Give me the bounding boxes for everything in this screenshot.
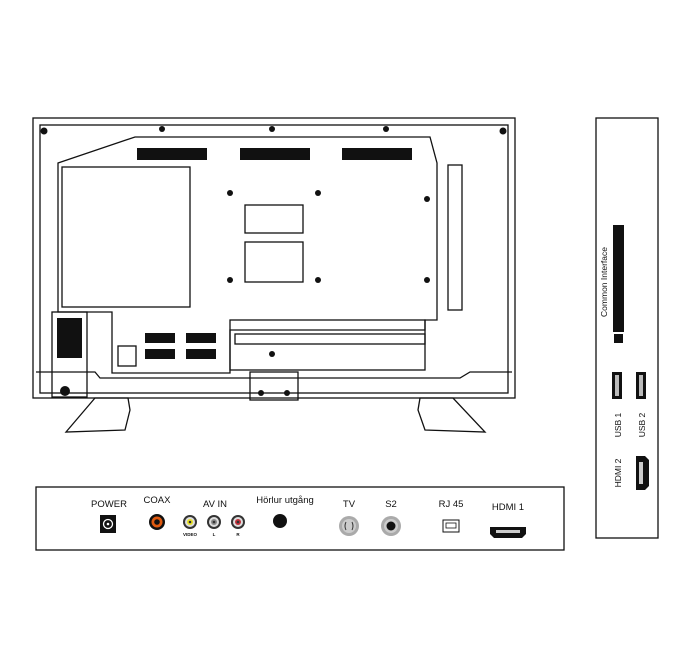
hdmi1-label: HDMI 1 — [492, 502, 524, 513]
vent-slots — [57, 148, 412, 359]
coax-jack-icon — [149, 514, 165, 530]
usb2-label: USB 2 — [637, 412, 647, 437]
hdmi1-port-icon — [490, 527, 526, 538]
power-label: POWER — [91, 499, 127, 510]
hdmi2-port-icon — [636, 456, 649, 490]
power-jack-icon — [100, 515, 116, 533]
audio-l-jack-icon — [207, 515, 221, 529]
l-label: L — [213, 532, 216, 537]
coax-label: COAX — [144, 495, 172, 506]
tv-antenna-jack-icon — [339, 516, 359, 536]
common-interface-slot — [613, 225, 624, 332]
rj45-label: RJ 45 — [439, 499, 464, 510]
hdmi2-label: HDMI 2 — [613, 458, 623, 487]
r-label: R — [236, 532, 240, 537]
audio-r-jack-icon — [231, 515, 245, 529]
screw-holes — [40, 126, 507, 396]
s2-label: S2 — [385, 499, 397, 510]
headphone-jack-icon — [273, 514, 287, 528]
video-jack-icon — [183, 515, 197, 529]
connector-panel — [35, 486, 565, 551]
usb1-port-icon — [612, 372, 622, 399]
s2-satellite-jack-icon — [381, 516, 401, 536]
video-label: VIDEO — [183, 532, 198, 537]
side-panel — [595, 117, 659, 539]
headphone-label: Hörlur utgång — [256, 495, 314, 506]
stand-feet — [64, 397, 487, 433]
rj45-port-icon — [442, 519, 460, 533]
usb2-port-icon — [636, 372, 646, 399]
common-interface-slot-tab — [614, 334, 623, 343]
usb1-label: USB 1 — [613, 412, 623, 437]
tv-label: TV — [343, 499, 356, 510]
av-in-label: AV IN — [203, 499, 227, 510]
common-interface-label: Common Interface — [599, 247, 609, 317]
tv-rear-body — [32, 117, 516, 401]
